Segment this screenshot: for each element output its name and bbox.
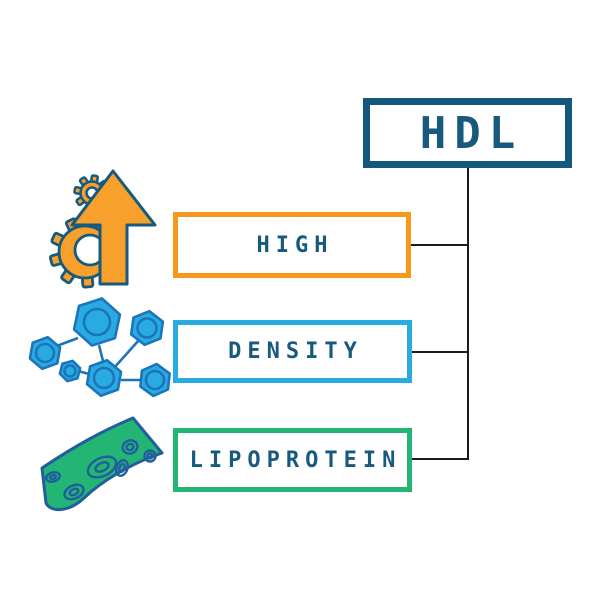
term-label-high: HIGH [256,232,334,258]
connector-line-lipoprotein [412,458,467,460]
blood-cells-band-icon [40,416,164,511]
molecule-hexagons-icon [28,297,171,398]
title-box-hdl: HDL [363,98,572,168]
term-label-density: DENSITY [228,339,363,364]
term-box-density: DENSITY [173,320,412,383]
connector-line-density [412,351,467,353]
term-box-high: HIGH [173,212,411,278]
title-text: HDL [419,107,524,159]
term-label-lipoprotein: LIPOPROTEIN [189,447,402,473]
term-box-lipoprotein: LIPOPROTEIN [173,428,412,492]
connector-line-high [411,244,467,246]
gears-up-arrow-icon [48,169,157,289]
connector-vertical-line [467,168,469,460]
